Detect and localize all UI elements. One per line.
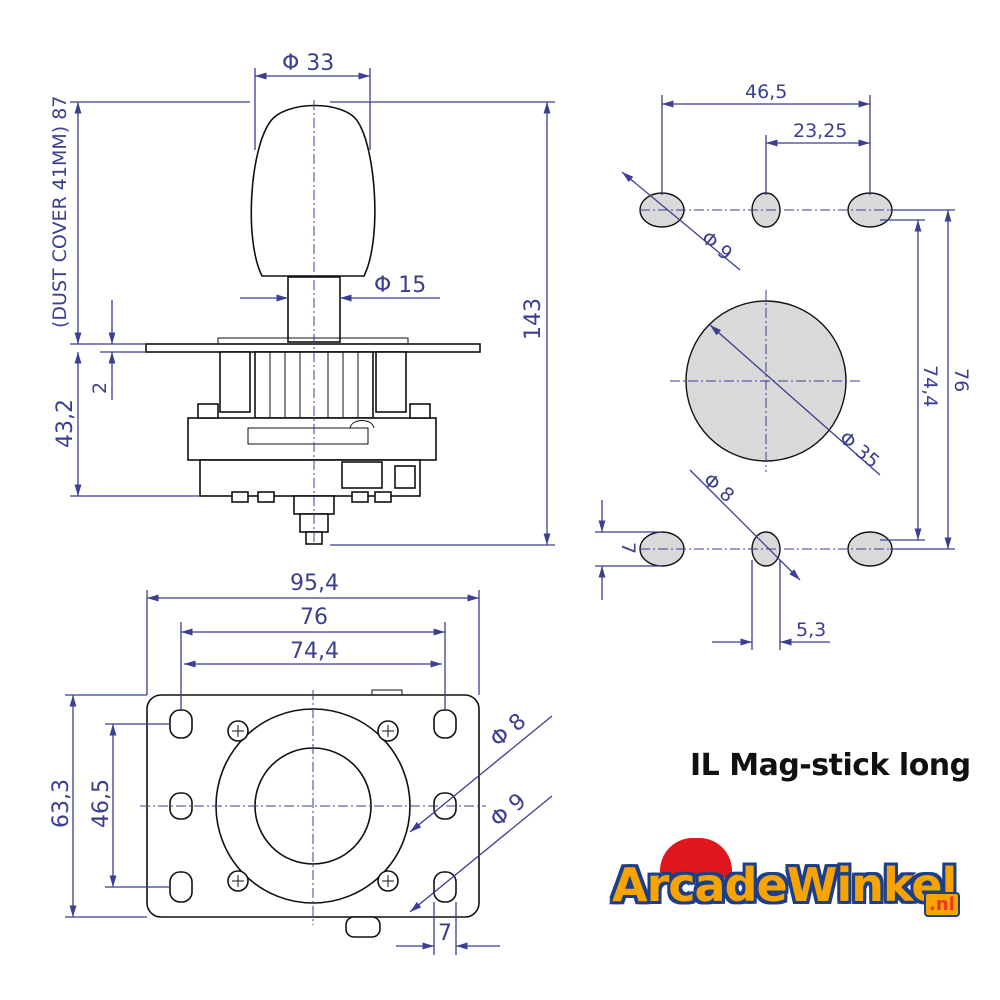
arcadewinkel-logo: ArcadeWinkel .nl: [612, 820, 962, 940]
pattern-hole-offset-label: 5,3: [796, 619, 826, 641]
screw-bottom-left: [227, 870, 249, 892]
hole-spacing-inner-label: 74,4: [290, 639, 339, 664]
ball-top: [250, 104, 376, 277]
center-hole-label: Φ 35: [835, 427, 884, 473]
plate-height-label: 63,3: [49, 779, 74, 828]
logo-text: ArcadeWinkel: [612, 858, 957, 912]
dust-cover-label: (DUST COVER 41MM) 87: [49, 96, 71, 328]
pattern-half-width-label: 23,25: [793, 120, 847, 142]
top-view: [140, 689, 486, 938]
pattern-width-label: 46,5: [745, 81, 787, 103]
plate-thickness-label: 2: [89, 382, 111, 394]
logo-suffix: .nl: [924, 892, 960, 917]
slot-top-right: [433, 709, 457, 739]
slot-top-left: [169, 709, 193, 739]
mounting-plate: [145, 343, 481, 353]
base-height-label: 43,2: [53, 399, 78, 448]
ball-diameter-label: Φ 33: [282, 51, 334, 76]
pattern-hole-height-label: 7: [617, 542, 639, 554]
pattern-outer-height-label: 76: [950, 368, 972, 392]
screw-top-right: [377, 720, 399, 742]
pattern-hole-large-label: Φ 9: [697, 227, 736, 265]
pattern-inner-height-label: 74,4: [919, 365, 941, 407]
slot-bottom-left: [169, 871, 193, 903]
joystick-ball-icon: [660, 838, 732, 878]
top-hole-width-label: 7: [438, 921, 452, 946]
switch-base: [187, 417, 437, 461]
pattern-hole-small-label: Φ 8: [699, 469, 738, 507]
side-view: [145, 100, 481, 545]
screw-bottom-right: [377, 870, 399, 892]
plate-width-label: 95,4: [290, 571, 339, 596]
side-view-dimensions: Φ 33 Φ 15 143 (DUST COVER 41MM) 87 2 43,…: [49, 51, 555, 546]
hole-spacing-vertical-label: 46,5: [89, 779, 114, 828]
top-hole-small-label: Φ 8: [486, 709, 531, 753]
screw-top-left: [227, 720, 249, 742]
total-height-label: 143: [521, 298, 546, 340]
product-name: IL Mag-stick long: [690, 748, 971, 783]
hole-spacing-outer-label: 76: [300, 605, 328, 630]
hole-pattern-view: [639, 192, 900, 567]
shaft-diameter-label: Φ 15: [374, 273, 426, 298]
top-hole-large-label: Φ 9: [486, 789, 531, 833]
